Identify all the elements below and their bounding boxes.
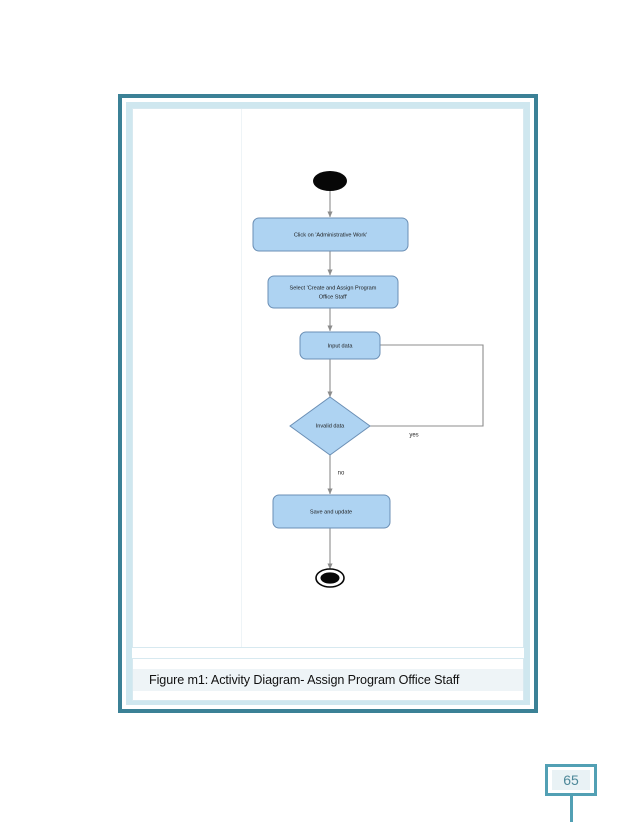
action-node-select-create-assign-label-line1: Select 'Create and Assign Program: [290, 285, 377, 291]
scan-artifact-line: [241, 109, 242, 647]
figure-caption-text: Figure m1: Activity Diagram- Assign Prog…: [133, 668, 523, 691]
action-node-input-data-label: Input data: [328, 343, 354, 349]
action-node-click-administrative-work-label: Click on 'Administrative Work': [294, 232, 367, 238]
edge-decision-yes-loopback: [333, 342, 484, 427]
action-node-click-administrative-work: Click on 'Administrative Work': [252, 217, 409, 252]
figure-caption-band: Figure m1: Activity Diagram- Assign Prog…: [132, 658, 524, 701]
decision-node-invalid-data: Invalid data: [289, 396, 371, 456]
page-number-box: 65: [545, 764, 597, 796]
edge-label-yes: yes: [409, 433, 418, 439]
initial-node: [313, 171, 347, 191]
action-node-save-and-update-label: Save and update: [310, 509, 352, 515]
action-node-select-create-assign-label-line2: Office Staff': [319, 294, 348, 300]
activity-diagram-graphic: Click on 'Administrative Work' Select 'C…: [252, 171, 484, 588]
final-node: [315, 568, 345, 588]
action-node-input-data: Input data: [299, 331, 381, 360]
page-number-stem: [570, 796, 573, 822]
activity-diagram-canvas: Click on 'Administrative Work' Select 'C…: [132, 108, 524, 648]
page-number-value: 65: [552, 770, 590, 790]
decision-node-invalid-data-label: Invalid data: [316, 423, 345, 429]
action-node-save-and-update: Save and update: [272, 494, 391, 529]
edge-label-no: no: [338, 471, 345, 477]
action-node-select-create-assign: Select 'Create and Assign Program Office…: [267, 275, 399, 309]
